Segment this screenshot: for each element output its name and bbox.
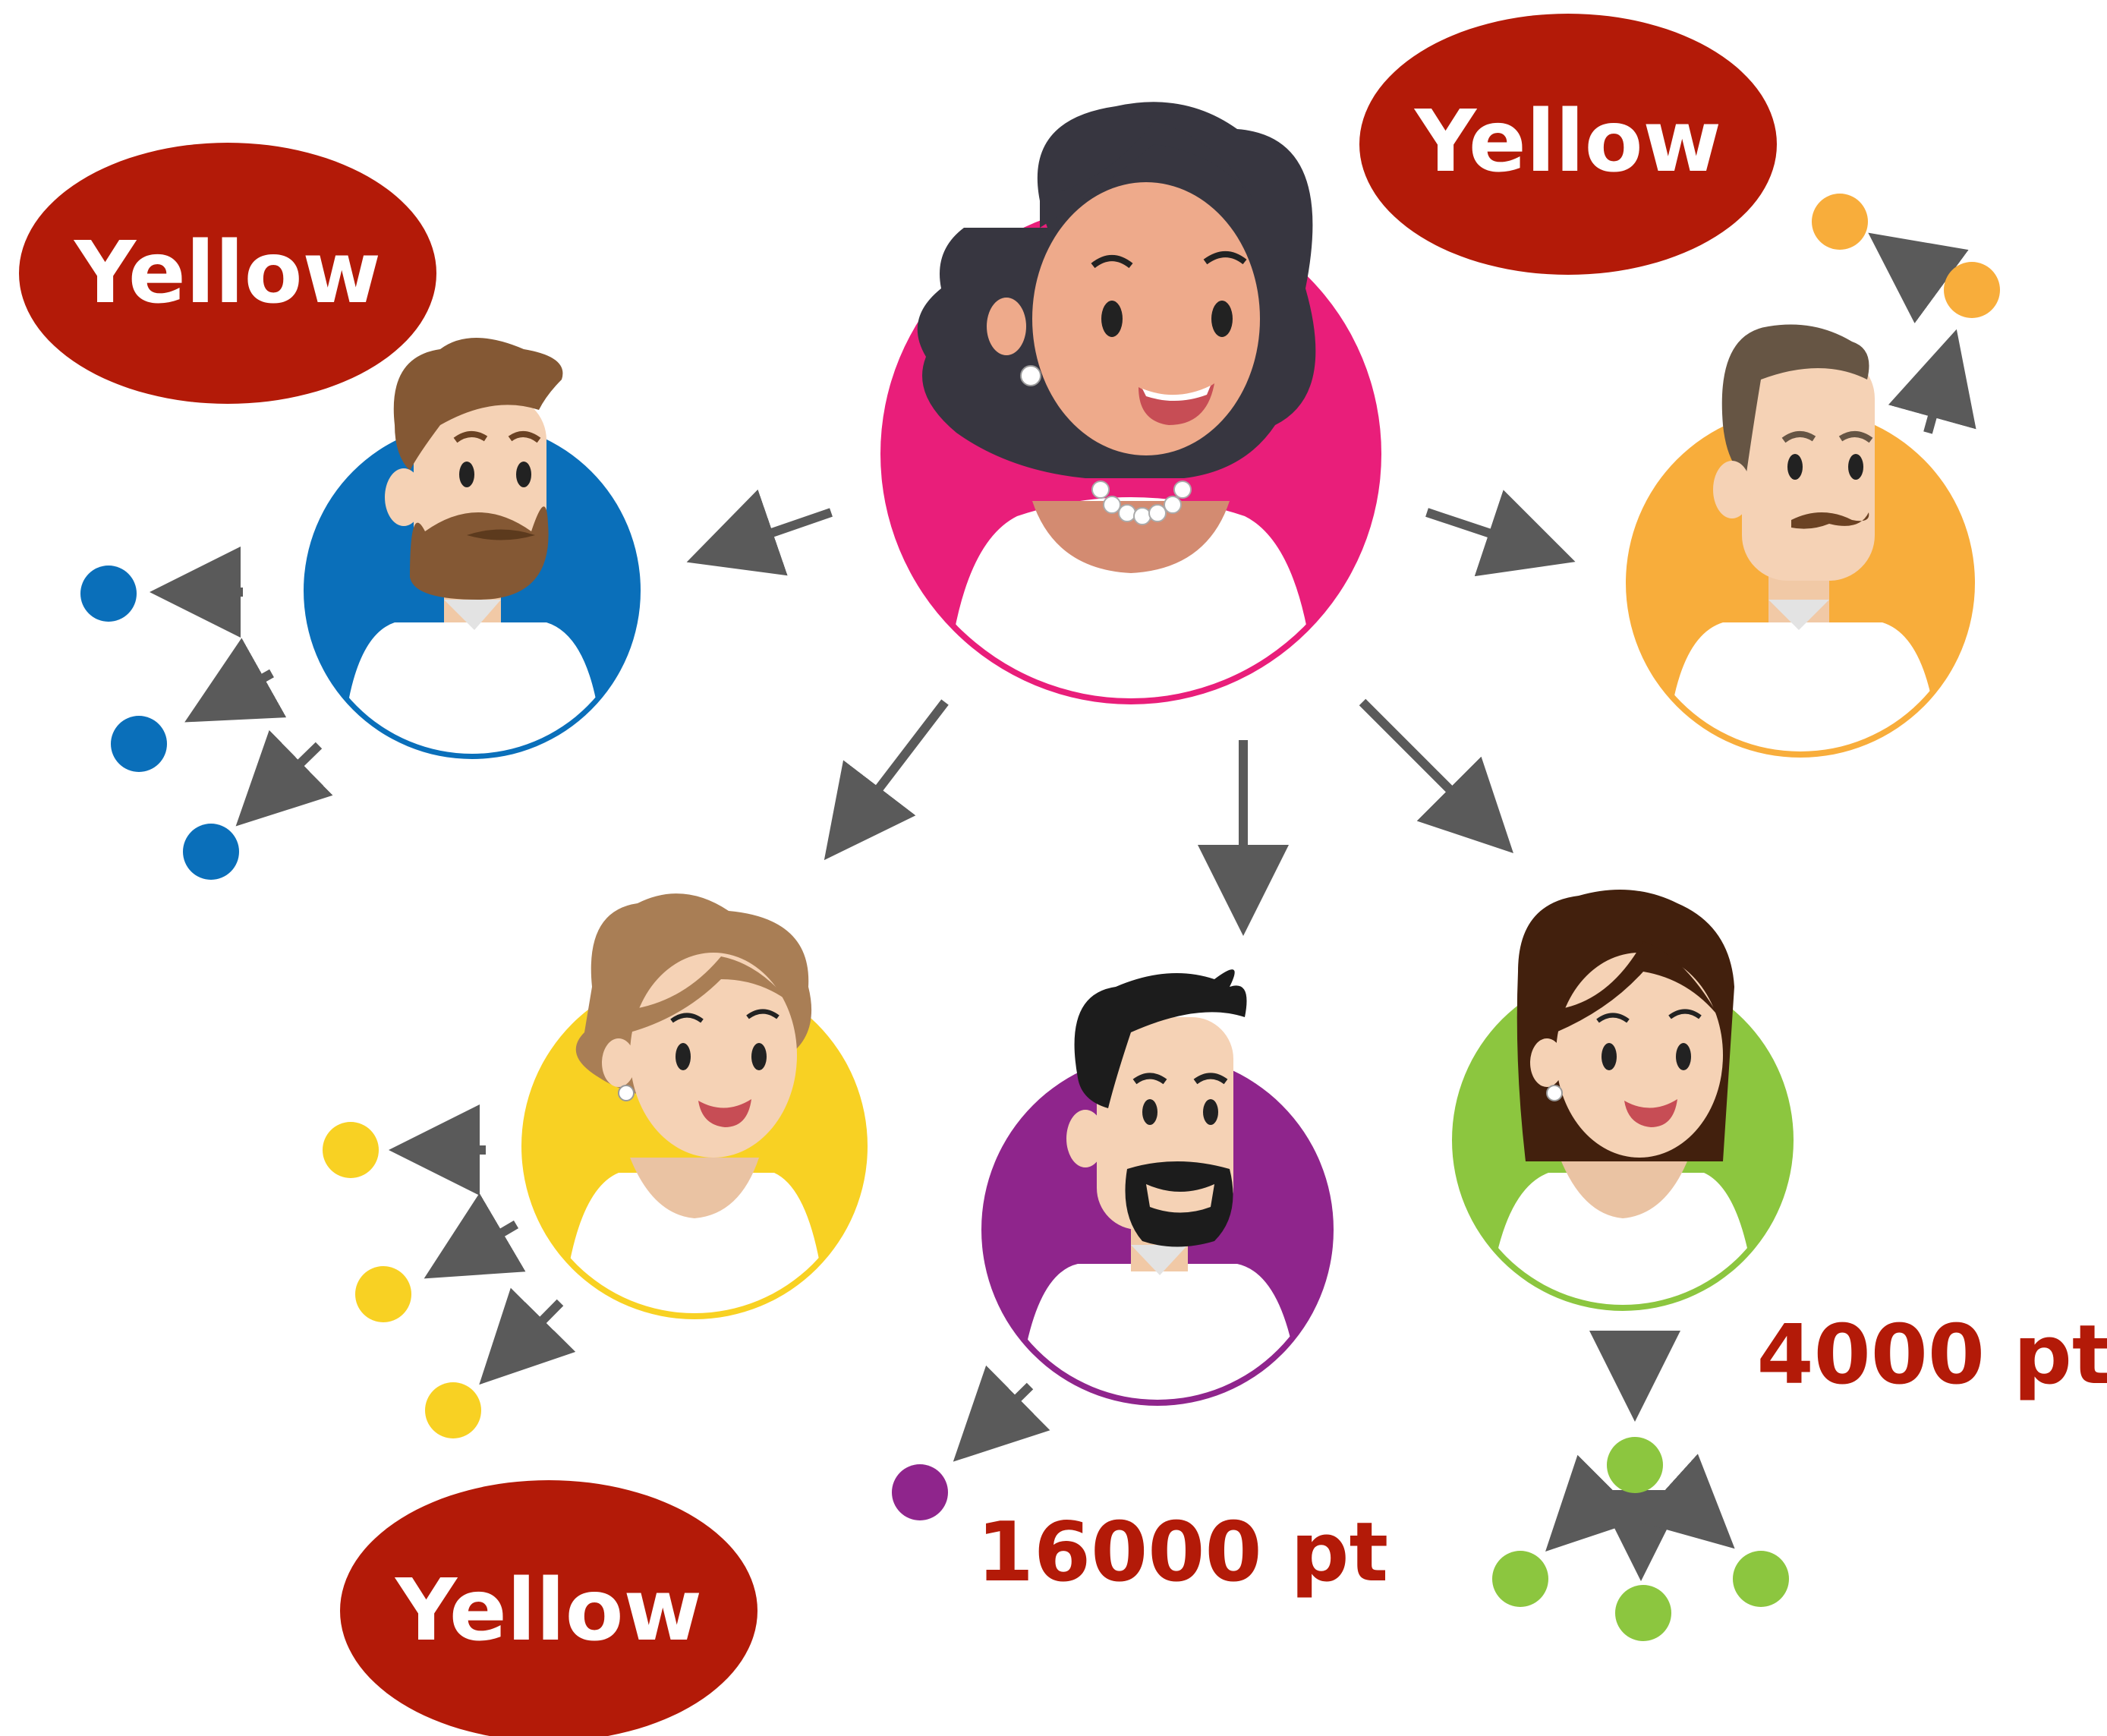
person-blonde-woman: [521, 893, 868, 1319]
dot-green-1: [1492, 1551, 1548, 1607]
bubble-label: Yellow: [1413, 93, 1721, 191]
arrow-blue-3: [235, 729, 333, 827]
dot-orange-1: [1944, 262, 2000, 318]
person-bearded-man: [304, 338, 641, 759]
arrow-center-to-orange: [1425, 490, 1576, 577]
arrow-green-child-right: [1636, 1454, 1735, 1549]
mustache: [1791, 512, 1869, 529]
arrow-yellow-3: [479, 1287, 576, 1385]
arrow-orange-up: [1888, 329, 1976, 434]
dot-blue-1: [80, 566, 137, 622]
arrow-blue-2: [184, 638, 287, 723]
dot-blue-3: [183, 824, 239, 880]
arrow-center-to-yellow: [824, 699, 949, 861]
earring: [1546, 1085, 1563, 1101]
person-brunette-woman: [1452, 890, 1794, 1311]
dot-green-parent: [1607, 1437, 1663, 1493]
arrows: [150, 232, 1976, 1581]
points-label-green: 4000 pt: [1756, 1308, 2107, 1403]
dot-orange-2: [1812, 194, 1868, 250]
bubble-top-right: Yellow: [1359, 14, 1777, 275]
dot-green-3: [1733, 1551, 1789, 1607]
arrow-center-to-green: [1359, 698, 1513, 853]
person-goatee-man: [981, 969, 1334, 1406]
earring: [618, 1085, 635, 1101]
arrow-purple-1: [953, 1365, 1050, 1462]
bubble-bottom-left: Yellow: [340, 1480, 757, 1736]
earring: [1020, 365, 1041, 386]
points-label-purple: 16000 pt: [977, 1505, 1388, 1600]
dot-purple-1: [892, 1464, 948, 1520]
bubble-top-left: Yellow: [19, 143, 436, 404]
face: [1556, 953, 1723, 1158]
person-center-woman: [880, 102, 1381, 704]
pearl-necklace: [1091, 480, 1192, 525]
person-mustache-man: [1626, 324, 1975, 758]
arrow-green-child-left: [1545, 1454, 1642, 1552]
dot-yellow-3: [425, 1382, 481, 1438]
bubble-label: Yellow: [73, 224, 381, 323]
arrow-yellow-2: [424, 1193, 526, 1279]
dot-green-2: [1615, 1585, 1671, 1641]
arrow-center-to-blue: [686, 489, 833, 576]
dot-yellow-1: [323, 1122, 379, 1178]
bubble-label: Yellow: [394, 1561, 702, 1660]
face: [1032, 182, 1260, 455]
dot-blue-2: [111, 716, 167, 772]
arrow-orange-nw: [1868, 232, 1969, 323]
referral-dots: [80, 194, 2000, 1641]
dot-yellow-2: [355, 1266, 411, 1322]
